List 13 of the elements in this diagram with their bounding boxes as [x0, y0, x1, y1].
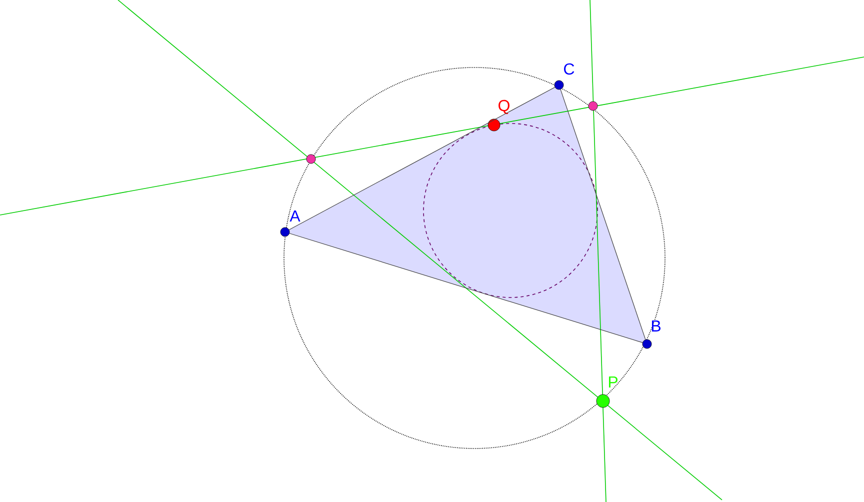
node-label: P [608, 376, 618, 388]
point: P [596, 376, 618, 408]
point: Q [488, 100, 510, 132]
triangle-side [288, 86, 556, 230]
node-label: A [290, 210, 300, 222]
triangle-side [560, 89, 646, 340]
node-label: B [652, 320, 661, 332]
node-label: Q [498, 100, 510, 114]
point: C [554, 63, 574, 90]
node-label: C [564, 63, 574, 75]
triangle-side [289, 233, 643, 343]
point: A [280, 210, 300, 237]
point: B [642, 320, 660, 349]
